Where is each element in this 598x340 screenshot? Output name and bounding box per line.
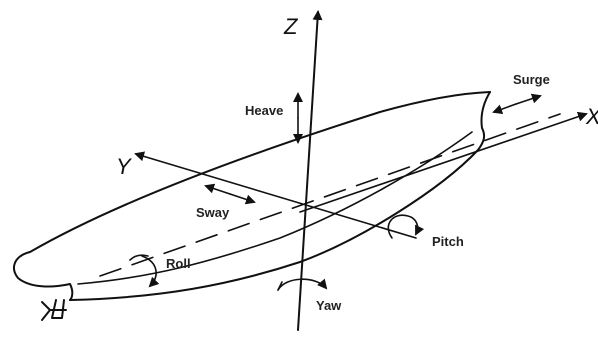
roll-arrow: [129, 254, 160, 288]
sway-arrow: [204, 183, 256, 205]
y-axis: [134, 151, 417, 239]
z-axis: [297, 10, 323, 331]
yaw-arrow: [277, 278, 328, 291]
pitch-arrow: [387, 214, 425, 239]
surge-arrow: [492, 93, 542, 114]
propeller-icon: [41, 301, 67, 321]
hull-bow: [477, 91, 491, 151]
hull-bilge-line: [77, 131, 473, 285]
hull-stern: [13, 251, 74, 301]
hull-keel-line: [69, 149, 479, 301]
y-axis-label: Y: [116, 154, 132, 179]
surge-label: Surge: [513, 72, 550, 87]
centerline: [99, 113, 561, 277]
ship-hull: [13, 91, 491, 321]
x-axis-label: X: [585, 104, 598, 129]
yaw-label: Yaw: [316, 298, 342, 313]
roll-label: Roll: [166, 256, 191, 271]
pitch-label: Pitch: [432, 234, 464, 249]
z-axis-label: Z: [283, 14, 299, 39]
hull-deck-line: [29, 91, 491, 253]
x-axis: [299, 111, 588, 213]
sway-label: Sway: [196, 205, 230, 220]
heave-label: Heave: [245, 103, 283, 118]
